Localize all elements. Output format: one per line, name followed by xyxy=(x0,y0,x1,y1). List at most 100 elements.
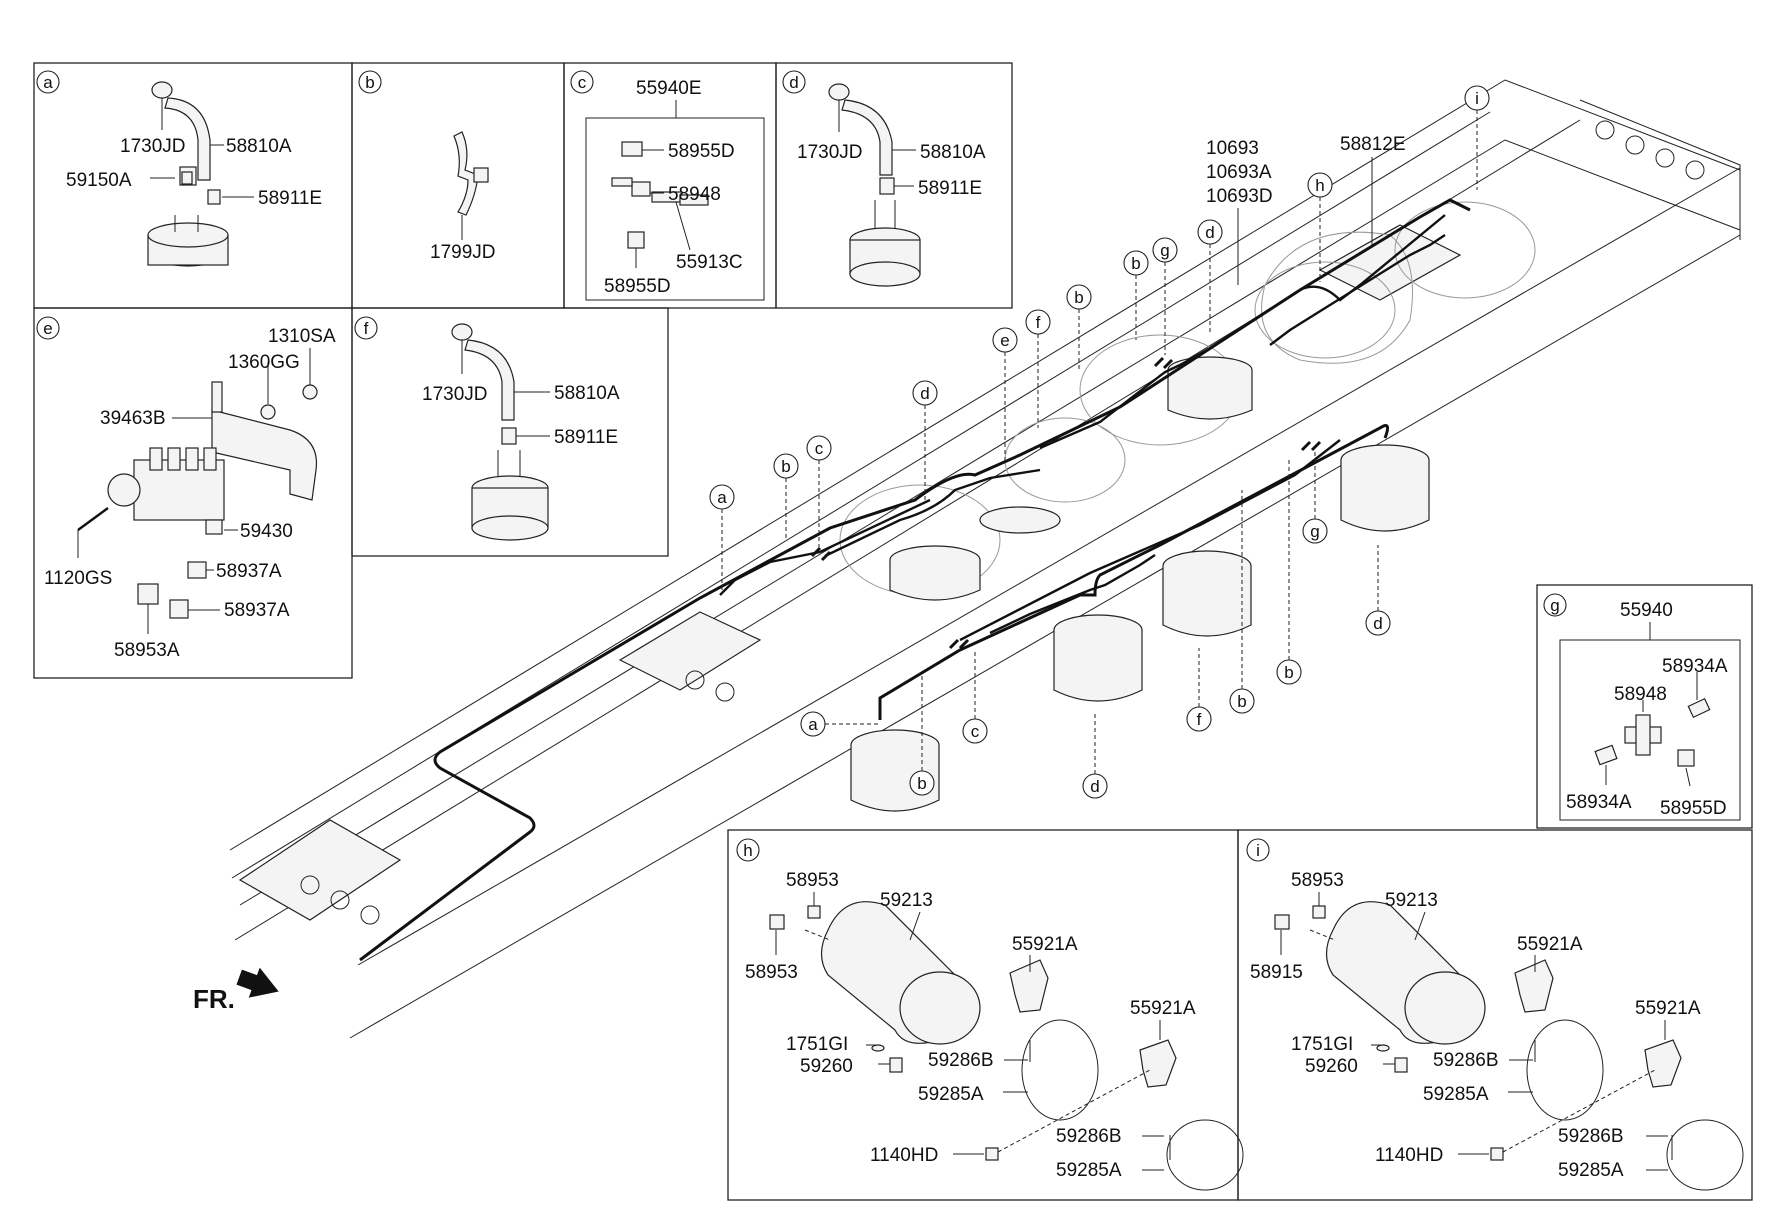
part-label: 1360GG xyxy=(228,352,300,373)
callout-g[interactable]: g xyxy=(1302,450,1328,544)
svg-text:g: g xyxy=(1160,241,1169,260)
callout-c[interactable]: c xyxy=(962,650,988,744)
part-label: 1730JD xyxy=(797,142,863,163)
part-label: 59286B xyxy=(1056,1126,1122,1147)
plug-icon xyxy=(1312,905,1326,919)
callout-a[interactable]: a xyxy=(709,484,735,590)
svg-text:f: f xyxy=(1036,313,1041,332)
panel-c-subframe xyxy=(585,117,765,301)
tank-bracket-icon xyxy=(1009,959,1049,1013)
panel-b-frame xyxy=(351,62,565,309)
panel-h: h 58953 59213 58953 xyxy=(736,838,1244,1191)
callout-d[interactable]: d xyxy=(1197,219,1223,332)
callout-d[interactable]: d xyxy=(912,380,938,500)
cross-member xyxy=(618,611,762,691)
panel-b-letter-badge xyxy=(358,70,382,94)
panel-a: a 1730JD 58810A 59150A 58911E xyxy=(36,70,322,267)
svg-text:d: d xyxy=(1205,223,1214,242)
callout-i[interactable]: i xyxy=(1464,85,1490,190)
part-label: 58812E xyxy=(1340,134,1406,155)
panel-e-letter-badge xyxy=(36,316,60,340)
callout-d[interactable]: d xyxy=(1365,545,1391,636)
svg-text:c: c xyxy=(815,439,824,458)
part-label: 59286B xyxy=(928,1050,994,1071)
push-fitting-icon xyxy=(501,427,517,445)
part-label: 55940E xyxy=(636,78,702,99)
svg-text:b: b xyxy=(781,457,790,476)
callout-f[interactable]: f xyxy=(1025,309,1051,428)
callout-b[interactable]: b xyxy=(773,453,799,540)
air-line-lower xyxy=(878,424,1390,720)
part-label: 58810A xyxy=(226,136,292,157)
svg-text:b: b xyxy=(1237,692,1246,711)
svg-text:i: i xyxy=(1475,89,1479,108)
svg-text:c: c xyxy=(971,722,980,741)
callout-a[interactable]: a xyxy=(800,711,880,737)
air-hose-icon xyxy=(164,97,211,181)
part-label: 58953 xyxy=(1291,870,1344,891)
tank-strap-icon xyxy=(1666,1119,1744,1191)
frame-rail-top xyxy=(229,79,1741,851)
straight-fitting-icon xyxy=(1594,744,1618,766)
air-spring xyxy=(1053,614,1143,702)
valve-cap-icon xyxy=(181,171,193,185)
panel-d: d 1730JD 58810A 58911E xyxy=(782,70,986,287)
callout-b[interactable]: b xyxy=(909,675,935,796)
part-label: 1730JD xyxy=(422,384,488,405)
cable-tie-icon xyxy=(453,131,479,216)
ring-seal-icon xyxy=(151,81,173,99)
panel-d-letter: d xyxy=(789,73,798,92)
svg-text:b: b xyxy=(1131,254,1140,273)
cross-member xyxy=(1318,224,1462,301)
part-label: 59260 xyxy=(800,1056,853,1077)
part-label: 58934A xyxy=(1566,792,1632,813)
part-label: 59286B xyxy=(1558,1126,1624,1147)
drain-valve-icon xyxy=(889,1057,903,1073)
panel-c-letter-badge xyxy=(570,70,594,94)
part-label: 59286B xyxy=(1433,1050,1499,1071)
tee-fitting-icon xyxy=(631,181,651,197)
tank-strap-icon xyxy=(1021,1019,1099,1121)
panel-a-letter-badge xyxy=(36,70,60,94)
callout-h[interactable]: h xyxy=(1307,172,1333,282)
panel-i-letter-badge xyxy=(1246,838,1270,862)
svg-text:d: d xyxy=(920,384,929,403)
part-label: 55913C xyxy=(676,252,743,273)
part-label: 1751GI xyxy=(1291,1034,1353,1055)
panel-d-frame xyxy=(775,62,1013,309)
air-spring xyxy=(850,729,940,812)
mounting-bracket-icon xyxy=(211,409,318,501)
callout-b[interactable]: b xyxy=(1229,490,1255,714)
callout-g[interactable]: g xyxy=(1152,237,1178,355)
part-label: 39463B xyxy=(100,408,166,429)
panel-i-frame xyxy=(1237,829,1753,1201)
part-label: 10693A xyxy=(1206,162,1272,183)
callout-e[interactable]: e xyxy=(992,327,1018,460)
callout-f[interactable]: f xyxy=(1186,648,1212,732)
part-label: 59213 xyxy=(880,890,933,911)
svg-text:e: e xyxy=(1000,331,1009,350)
panel-c: c 55940E 58955D 58948 55913C 58955D xyxy=(570,70,765,301)
callout-b[interactable]: b xyxy=(1066,284,1092,370)
callout-d[interactable]: d xyxy=(1082,712,1108,799)
ring-seal-icon xyxy=(828,83,850,101)
part-label: 58937A xyxy=(216,561,282,582)
svg-text:b: b xyxy=(1284,663,1293,682)
callout-b[interactable]: b xyxy=(1276,460,1302,685)
part-label: 58810A xyxy=(920,142,986,163)
panel-d-letter-badge xyxy=(782,70,806,94)
svg-text:a: a xyxy=(808,715,818,734)
nut-icon xyxy=(302,384,318,400)
callout-b[interactable]: b xyxy=(1123,250,1149,340)
callout-c[interactable]: c xyxy=(806,435,832,550)
part-label: 59285A xyxy=(1423,1084,1489,1105)
panel-g-subframe xyxy=(1559,639,1741,821)
tank-bracket-icon xyxy=(1139,1039,1177,1088)
part-label: 58955D xyxy=(668,141,735,162)
panel-g-frame xyxy=(1536,584,1753,829)
part-label: 1140HD xyxy=(1375,1145,1443,1166)
chassis-frame: FR. xyxy=(193,79,1741,1039)
plug-icon xyxy=(807,905,821,919)
part-label: 1751GI xyxy=(786,1034,848,1055)
